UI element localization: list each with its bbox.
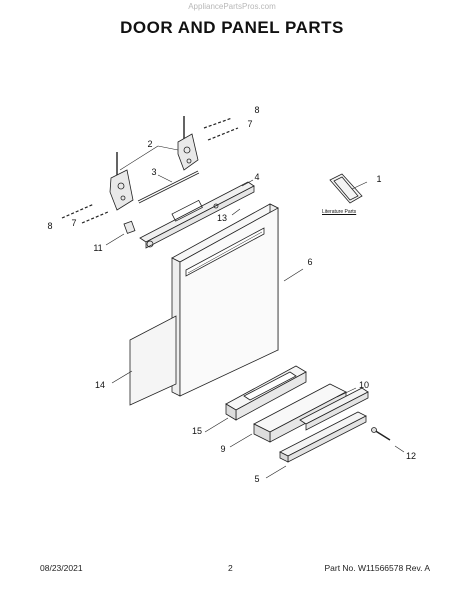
callout-5: 5 — [254, 474, 260, 484]
door-clip-part — [105, 220, 136, 246]
callout-7-left: 7 — [71, 218, 77, 228]
callout-11: 11 — [93, 243, 103, 253]
hinge-screws-part — [61, 117, 239, 224]
callout-1: 1 — [376, 174, 382, 184]
literature-parts-label: Literature Parts — [322, 209, 357, 215]
insulation-panel-part — [111, 315, 177, 406]
callout-14: 14 — [94, 380, 105, 390]
callout-2: 2 — [147, 139, 153, 149]
callout-3: 3 — [151, 167, 157, 177]
callout-15: 15 — [191, 426, 202, 436]
door-panel-part — [171, 203, 304, 397]
callout-9: 9 — [220, 444, 226, 454]
vent-latch-part — [139, 179, 255, 249]
watermark: AppliancePartsPros.com — [188, 2, 276, 11]
callout-6: 6 — [307, 257, 313, 267]
page-title: DOOR AND PANEL PARTS — [120, 18, 344, 37]
hinge-right-part — [177, 116, 199, 171]
callout-10: 10 — [358, 380, 369, 390]
callout-4: 4 — [254, 172, 260, 182]
footer-date: 08/23/2021 — [40, 563, 83, 573]
hinge-left-part — [109, 152, 134, 211]
footer-page-number: 2 — [228, 563, 233, 573]
panel-screw-part — [371, 427, 405, 453]
link-rod-part — [137, 170, 200, 204]
callout-12: 12 — [405, 451, 416, 461]
literature-booklet-part — [329, 173, 368, 204]
callout-8-right: 8 — [254, 105, 260, 115]
lower-bracket-part — [265, 411, 367, 479]
footer-part-number: Part No. W11566578 Rev. A — [324, 563, 430, 573]
callout-7-right: 7 — [247, 119, 253, 129]
control-panel-housing-part — [204, 365, 307, 433]
panel-trim-part — [299, 387, 369, 431]
callout-13: 13 — [216, 213, 227, 223]
callout-8-left: 8 — [47, 221, 53, 231]
